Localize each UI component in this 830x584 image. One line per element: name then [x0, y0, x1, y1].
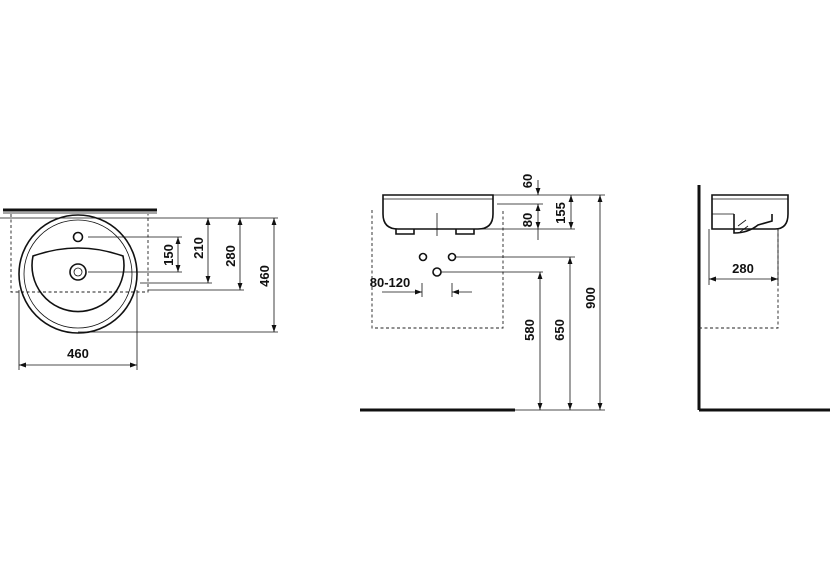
- dim-label-460-vertical: 460: [257, 265, 272, 287]
- basin-front-outline: [382, 194, 494, 230]
- basin-side-outline: [711, 194, 789, 230]
- dim-label-580: 580: [522, 319, 537, 341]
- dim-label-80-120: 80-120: [370, 275, 410, 290]
- side-hidden-outline: [699, 229, 779, 329]
- tap-hole: [72, 231, 84, 243]
- basin-side-bowl: [733, 214, 773, 234]
- plan-hidden-outline: [10, 214, 149, 293]
- connection-hole-right: [447, 252, 457, 262]
- dim-label-460-horizontal: 460: [67, 346, 89, 361]
- dim-label-155: 155: [553, 202, 568, 224]
- dim-label-650: 650: [552, 319, 567, 341]
- waste-outlet: [432, 267, 442, 277]
- front-view: 60 80 155 80-120 580 650 900: [360, 174, 605, 412]
- dim-label-150: 150: [161, 244, 176, 266]
- drain-stub-right: [455, 229, 475, 235]
- dim-label-80: 80: [520, 213, 535, 227]
- dim-label-60: 60: [520, 174, 535, 188]
- dim-label-900: 900: [583, 287, 598, 309]
- plan-view: 460 150 210 280 460: [0, 208, 278, 370]
- dim-label-210: 210: [191, 237, 206, 259]
- front-hidden-outline: [371, 210, 504, 329]
- basin-rim-circle: [23, 219, 133, 329]
- drain-inner: [73, 267, 83, 277]
- basin-bowl-outline: [31, 247, 125, 313]
- dim-label-side-280: 280: [732, 261, 754, 276]
- connection-hole-left: [418, 252, 428, 262]
- drain-stub-left: [395, 229, 415, 235]
- drain-outer: [69, 263, 87, 281]
- dim-label-280: 280: [223, 245, 238, 267]
- basin-outer-circle: [18, 214, 138, 334]
- side-view: 280: [697, 185, 830, 412]
